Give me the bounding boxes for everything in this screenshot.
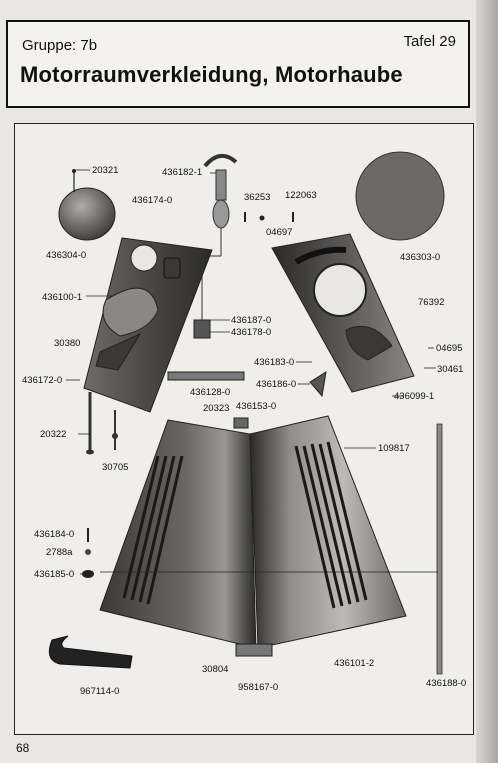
label-04697: 04697 <box>266 227 292 238</box>
label-122063: 122063 <box>285 190 317 201</box>
bracket-part <box>167 371 245 381</box>
engine-hood-left-half <box>99 419 257 649</box>
label-436185: 436185-0 <box>34 569 74 580</box>
hood-handle-part <box>201 154 238 320</box>
label-436153: 436153-0 <box>236 401 276 412</box>
triangle-clip-part <box>309 370 327 398</box>
screw-set-top <box>244 212 294 222</box>
label-36253: 36253 <box>244 192 270 203</box>
label-30380: 30380 <box>54 338 80 349</box>
label-436184: 436184-0 <box>34 529 74 540</box>
label-436186: 436186-0 <box>256 379 296 390</box>
label-30804: 30804 <box>202 664 228 675</box>
label-436187: 436187-0 <box>231 315 271 326</box>
label-30705: 30705 <box>102 462 128 473</box>
label-04695: 04695 <box>436 343 462 354</box>
page-edge-shadow <box>476 0 498 763</box>
label-30461: 30461 <box>437 364 463 375</box>
round-disc-part <box>355 151 445 241</box>
label-436100: 436100-1 <box>42 292 82 303</box>
plate-label: Tafel 29 <box>403 33 456 50</box>
engine-hood-right-half <box>249 415 407 649</box>
long-bolt-part <box>86 392 118 455</box>
label-436172: 436172-0 <box>22 375 62 386</box>
hinge-bottom-part <box>235 643 273 657</box>
label-436174: 436174-0 <box>132 195 172 206</box>
label-436303: 436303-0 <box>400 252 440 263</box>
label-76392: 76392 <box>418 297 444 308</box>
small-fastener-parts <box>82 528 94 578</box>
label-436182: 436182-1 <box>162 167 202 178</box>
label-967114: 967114-0 <box>80 686 119 697</box>
label-20322: 20322 <box>40 429 66 440</box>
support-rod-part <box>436 423 443 675</box>
hinge-top-part <box>233 417 249 429</box>
left-side-panel-part <box>83 237 213 413</box>
header-box: Gruppe: 7b Tafel 29 Motorraumverkleidung… <box>6 20 470 108</box>
dome-cap-part <box>58 169 116 241</box>
page-title: Motorraumverkleidung, Motorhaube <box>20 62 403 87</box>
label-109817: 109817 <box>378 443 410 454</box>
leader-lines <box>66 169 438 575</box>
label-436128: 436128-0 <box>190 387 230 398</box>
label-20321: 20321 <box>92 165 118 176</box>
label-2788a: 2788a <box>46 547 73 558</box>
label-436178: 436178-0 <box>231 327 271 338</box>
label-436304: 436304-0 <box>46 250 86 261</box>
label-436188: 436188-0 <box>426 678 466 689</box>
label-436099: 436099-1 <box>394 391 434 402</box>
right-side-panel-part <box>271 233 415 393</box>
label-958167: 958167-0 <box>238 682 278 693</box>
label-436101: 436101-2 <box>334 658 374 669</box>
small-plate-part <box>193 319 211 339</box>
page-number: 68 <box>16 741 30 755</box>
label-20323: 20323 <box>203 403 229 414</box>
group-label: Gruppe: 7b <box>22 37 98 54</box>
label-436183: 436183-0 <box>254 357 294 368</box>
rubber-seal-part <box>48 635 133 669</box>
